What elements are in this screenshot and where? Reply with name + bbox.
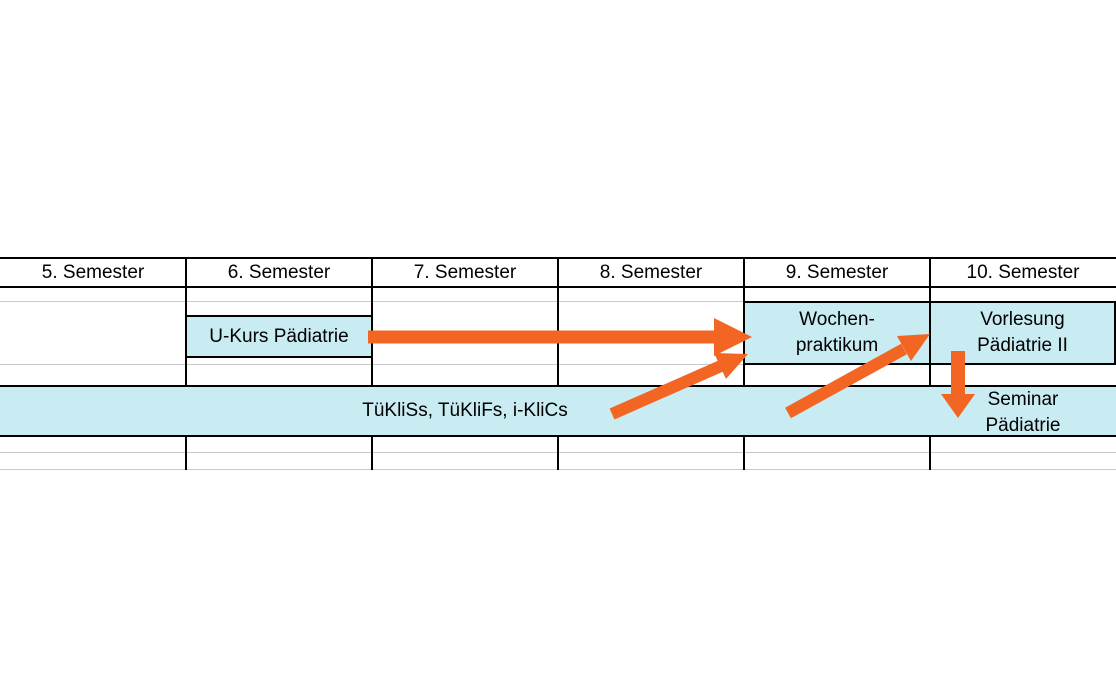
- wochenpraktikum-label-line2: praktikum: [795, 335, 879, 356]
- vorlesung-label-line1: Vorlesung: [980, 309, 1065, 330]
- grid-line-vertical: [743, 437, 745, 470]
- u-kurs-paediatrie-label: U-Kurs Pädiatrie: [209, 325, 349, 347]
- column-header-semester-8: 8. Semester: [599, 261, 703, 283]
- grid-line-vertical: [557, 437, 559, 470]
- vorlesung-label-line2: Pädiatrie II: [977, 335, 1068, 356]
- kurse-band: [0, 385, 1116, 437]
- wochenpraktikum-cell: Wochen- praktikum: [743, 301, 931, 365]
- grid-line-vertical: [371, 437, 373, 470]
- seminar-paediatrie-label: Seminar Pädiatrie: [930, 387, 1116, 439]
- grid-line-vertical: [557, 258, 559, 385]
- wochenpraktikum-label-line1: Wochen-: [799, 309, 875, 330]
- grid-line-vertical: [929, 437, 931, 470]
- column-header-semester-10: 10. Semester: [966, 261, 1080, 283]
- vorlesung-paediatrie-cell: Vorlesung Pädiatrie II: [929, 301, 1116, 365]
- seminar-label-line1: Seminar: [987, 389, 1059, 410]
- column-header-semester-9: 9. Semester: [785, 261, 889, 283]
- arrow-ukurs-to-wochenpraktikum-icon: [368, 318, 752, 356]
- u-kurs-paediatrie-cell: U-Kurs Pädiatrie: [185, 315, 373, 358]
- column-header-semester-5: 5. Semester: [41, 261, 145, 283]
- column-header-semester-7: 7. Semester: [413, 261, 517, 283]
- column-header-semester-6: 6. Semester: [227, 261, 331, 283]
- seminar-label-line2: Pädiatrie: [985, 415, 1061, 436]
- kurse-band-label: TüKliSs, TüKliFs, i-KliCs: [362, 400, 568, 421]
- grid-line-vertical: [185, 437, 187, 470]
